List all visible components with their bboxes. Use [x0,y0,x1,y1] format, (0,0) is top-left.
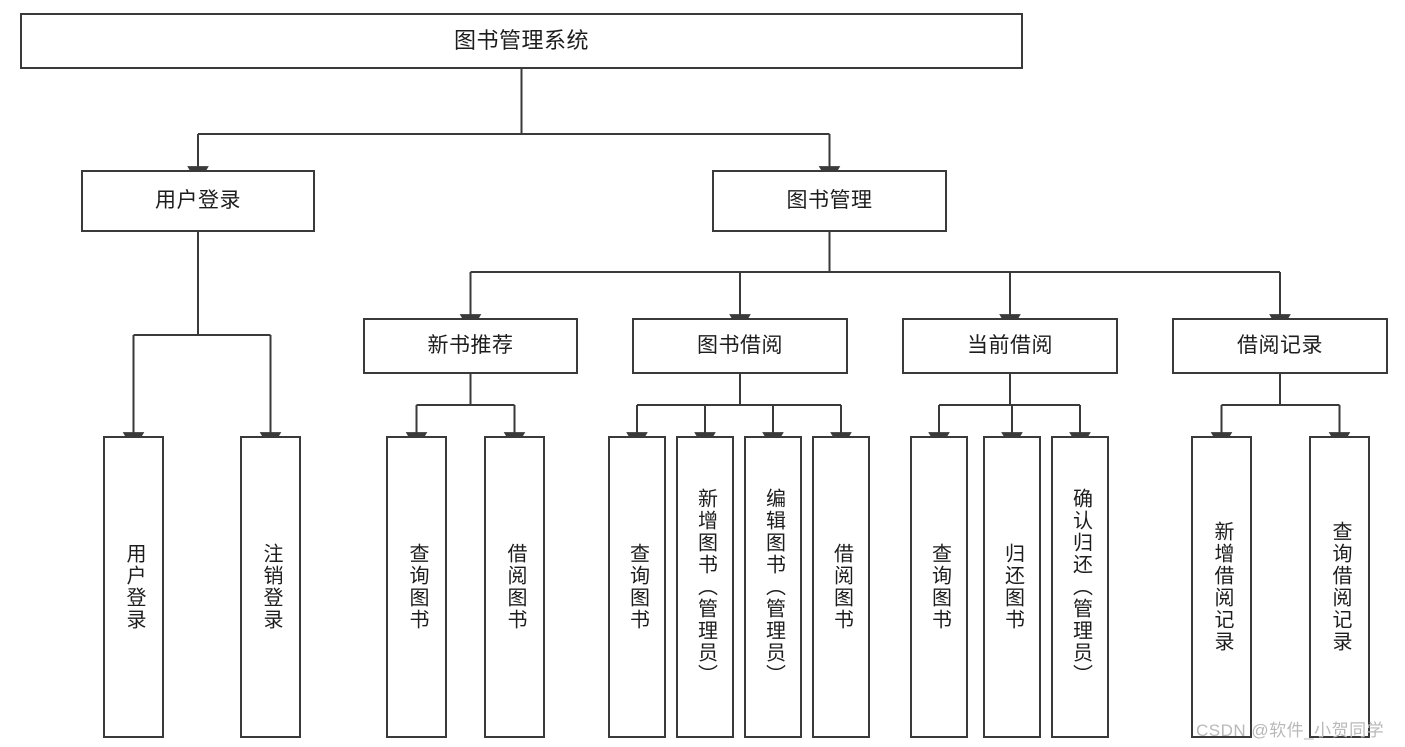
node-leaf-query-book-2[interactable]: 查询图书 [608,436,666,738]
node-new-book-recommend[interactable]: 新书推荐 [363,318,578,374]
node-label: 图书借阅 [697,333,783,357]
node-book-borrow[interactable]: 图书借阅 [632,318,848,374]
connector-lines [122,69,1351,451]
node-label: 新书推荐 [427,333,514,357]
node-label: 查询图书 [406,543,428,631]
node-label: 注销登录 [260,543,282,631]
node-leaf-edit-book[interactable]: 编辑图书（管理员） [744,436,802,738]
node-leaf-logout-login[interactable]: 注销登录 [240,436,301,738]
node-label: 图书管理 [786,188,873,212]
node-leaf-add-book[interactable]: 新增图书（管理员） [676,436,734,738]
node-label: 借阅图书 [504,543,526,631]
node-label: 查询图书 [626,543,649,631]
node-label: 用户登录 [155,188,241,212]
node-label: 确认归还（管理员） [1069,488,1092,686]
node-leaf-query-book-1[interactable]: 查询图书 [386,436,447,738]
node-label: 归还图书 [1001,543,1024,631]
node-leaf-confirm-return[interactable]: 确认归还（管理员） [1051,436,1109,738]
node-borrow-record[interactable]: 借阅记录 [1172,318,1388,374]
node-label: 编辑图书（管理员） [762,488,785,686]
node-book-manage[interactable]: 图书管理 [712,170,947,232]
csdn-watermark: CSDN @软件_小贺同学 [1196,721,1385,740]
node-label: 图书管理系统 [453,28,589,54]
node-leaf-borrow-book-1[interactable]: 借阅图书 [484,436,545,738]
node-label: 借阅记录 [1237,333,1323,357]
node-current-borrow[interactable]: 当前借阅 [902,318,1118,374]
node-label: 新增图书（管理员） [694,488,717,686]
node-label: 借阅图书 [830,543,853,631]
node-label: 查询借阅记录 [1329,521,1351,653]
node-leaf-borrow-book-2[interactable]: 借阅图书 [812,436,870,738]
node-root[interactable]: 图书管理系统 [20,13,1023,69]
node-label: 当前借阅 [967,333,1053,357]
node-leaf-query-borrow-record[interactable]: 查询借阅记录 [1309,436,1370,738]
node-label: 查询图书 [928,543,951,631]
node-label: 用户登录 [123,543,145,631]
node-leaf-add-borrow-record[interactable]: 新增借阅记录 [1191,436,1252,738]
node-leaf-return-book[interactable]: 归还图书 [983,436,1041,738]
node-leaf-query-book-3[interactable]: 查询图书 [910,436,968,738]
node-leaf-user-login[interactable]: 用户登录 [103,436,164,738]
node-label: 新增借阅记录 [1211,521,1233,653]
node-user-login[interactable]: 用户登录 [81,170,315,232]
